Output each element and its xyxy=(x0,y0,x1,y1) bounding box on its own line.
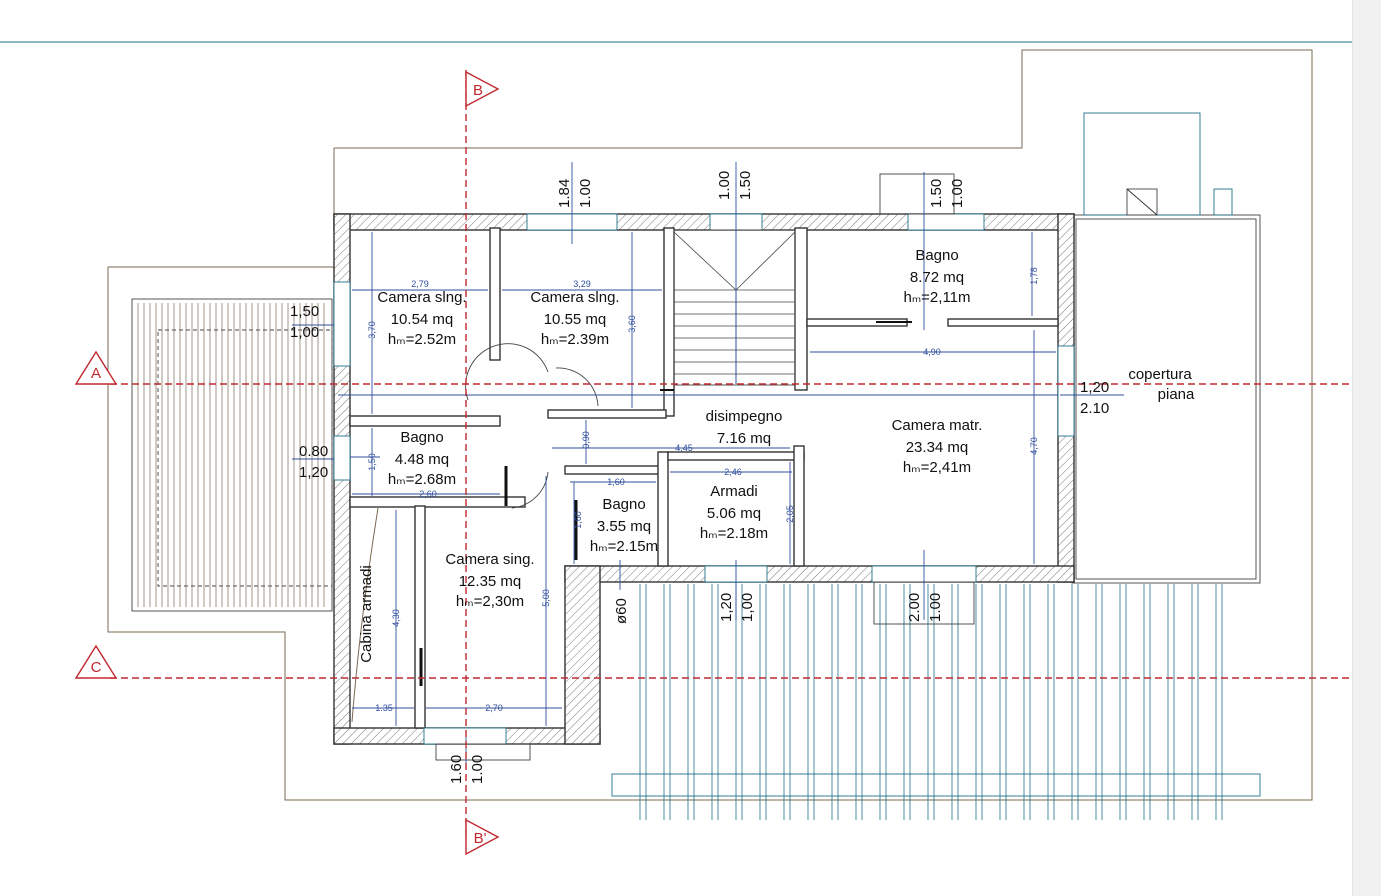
dimension-label: 3,60 xyxy=(627,315,637,333)
window-openings xyxy=(333,173,1075,761)
room-area: 5.06 mq xyxy=(707,505,761,522)
window-height: 1.50 xyxy=(928,179,945,208)
dimension-label: 4,30 xyxy=(391,609,401,627)
room-height: hₘ=2.15m xyxy=(590,538,658,555)
room-area: 12.35 mq xyxy=(459,573,522,590)
room-area: 10.55 mq xyxy=(544,311,607,328)
room-name: Cabina armadi xyxy=(358,565,375,663)
property-outline xyxy=(107,49,1313,801)
room-area: 7.16 mq xyxy=(717,430,771,447)
dimension-label: 1,50 xyxy=(367,453,377,471)
dimension-label: 1,60 xyxy=(573,511,583,529)
flat-roof xyxy=(1071,112,1261,584)
room-name: Bagno xyxy=(400,429,443,446)
section-marker-b: B xyxy=(465,70,500,108)
room-name-line2: piana xyxy=(1158,386,1195,403)
vertical-scrollbar[interactable] xyxy=(1352,0,1381,896)
left-terrace xyxy=(131,298,333,612)
dimension-label: 2,60 xyxy=(419,489,437,499)
staircase xyxy=(673,229,796,386)
window-width: 1.00 xyxy=(927,593,944,622)
room-name: Bagno xyxy=(602,496,645,513)
floor-plan: A C B B' Camera slng. 10.54 mq hₘ=2.52m … xyxy=(0,41,1352,856)
room-area: 8.72 mq xyxy=(910,269,964,286)
drawing-line xyxy=(673,231,737,291)
room-name: disimpegno xyxy=(706,408,783,425)
section-marker-b-prime: B' xyxy=(465,818,500,856)
window-width: 1,20 xyxy=(299,464,328,481)
drawing-line xyxy=(735,231,796,291)
room-area: 23.34 mq xyxy=(906,439,969,456)
dimension-label: 3,29 xyxy=(573,279,591,289)
section-marker-c: C xyxy=(74,644,118,679)
section-label-b-prime: B' xyxy=(474,830,487,847)
window-width: 2.10 xyxy=(1080,400,1109,417)
window-height: 1,20 xyxy=(718,593,735,622)
window-height: 1.84 xyxy=(556,179,573,208)
section-label-b: B xyxy=(473,82,483,99)
pergola xyxy=(611,584,1261,820)
room-area: 10.54 mq xyxy=(391,311,454,328)
dimension-label: 0,90 xyxy=(581,431,591,449)
room-height: hₘ=2,11m xyxy=(903,289,970,306)
interior-walls xyxy=(349,227,1059,729)
dimension-label: 4,70 xyxy=(1029,437,1039,455)
door-swings xyxy=(351,321,912,723)
window-width: 1.00 xyxy=(577,179,594,208)
section-lines xyxy=(110,70,1352,840)
room-height: hₘ=2.68m xyxy=(388,471,456,488)
room-height: hₘ=2,41m xyxy=(903,459,971,476)
room-name: Camera slng. xyxy=(530,289,619,306)
dimension-lines xyxy=(292,162,1124,770)
dimension-label: 5,00 xyxy=(541,589,551,607)
window-width: 1.00 xyxy=(949,179,966,208)
room-height: hₘ=2.52m xyxy=(388,331,456,348)
section-label-c: C xyxy=(91,659,102,676)
window-width: 1.00 xyxy=(469,755,486,784)
room-name: Bagno xyxy=(915,247,958,264)
section-marker-a: A xyxy=(74,350,118,385)
room-height: hₘ=2,30m xyxy=(456,593,524,610)
window-height: 0.80 xyxy=(299,443,328,460)
dimension-label: 1,60 xyxy=(607,477,625,487)
window-width: 1.50 xyxy=(737,171,754,200)
window-height: 1,50 xyxy=(290,303,319,320)
room-name: Camera sing. xyxy=(445,551,534,568)
dimension-label: 4,45 xyxy=(675,443,693,453)
room-labels: Camera slng. 10.54 mq hₘ=2.52m Camera sl… xyxy=(358,247,1195,663)
dimension-label: 1,78 xyxy=(1029,267,1039,285)
dimension-label: 2,46 xyxy=(724,467,742,477)
room-height: hₘ=2.18m xyxy=(700,525,768,542)
dimension-label: 2,79 xyxy=(411,279,429,289)
window-width: 1,00 xyxy=(739,593,756,622)
section-label-a: A xyxy=(91,365,101,382)
window-diameter: ø60 xyxy=(613,598,630,624)
dimension-labels: 2,79 3,29 3,70 3,60 1,78 4,90 4,70 0,90 … xyxy=(367,267,1039,713)
dimension-label: 2,05 xyxy=(785,505,795,523)
room-name: Armadi xyxy=(710,483,758,500)
dimension-label: 4,90 xyxy=(923,347,941,357)
window-height: 2.00 xyxy=(906,593,923,622)
window-width: 1,00 xyxy=(290,324,319,341)
dimension-label: 3,70 xyxy=(367,321,377,339)
window-height: 1.00 xyxy=(716,171,733,200)
window-height: 1,20 xyxy=(1080,379,1109,396)
room-name: Camera matr. xyxy=(892,417,983,434)
room-height: hₘ=2.39m xyxy=(541,331,609,348)
room-area: 3.55 mq xyxy=(597,518,651,535)
room-name: Camera slng. xyxy=(377,289,466,306)
dimension-label: 1.35 xyxy=(375,703,393,713)
window-height: 1.60 xyxy=(448,755,465,784)
room-area: 4.48 mq xyxy=(395,451,449,468)
room-name: copertura xyxy=(1128,366,1192,383)
window-labels: 1.84 1.00 1.00 1.50 1.50 1.00 1,50 1,00 … xyxy=(290,171,1109,784)
dimension-label: 2,70 xyxy=(485,703,503,713)
